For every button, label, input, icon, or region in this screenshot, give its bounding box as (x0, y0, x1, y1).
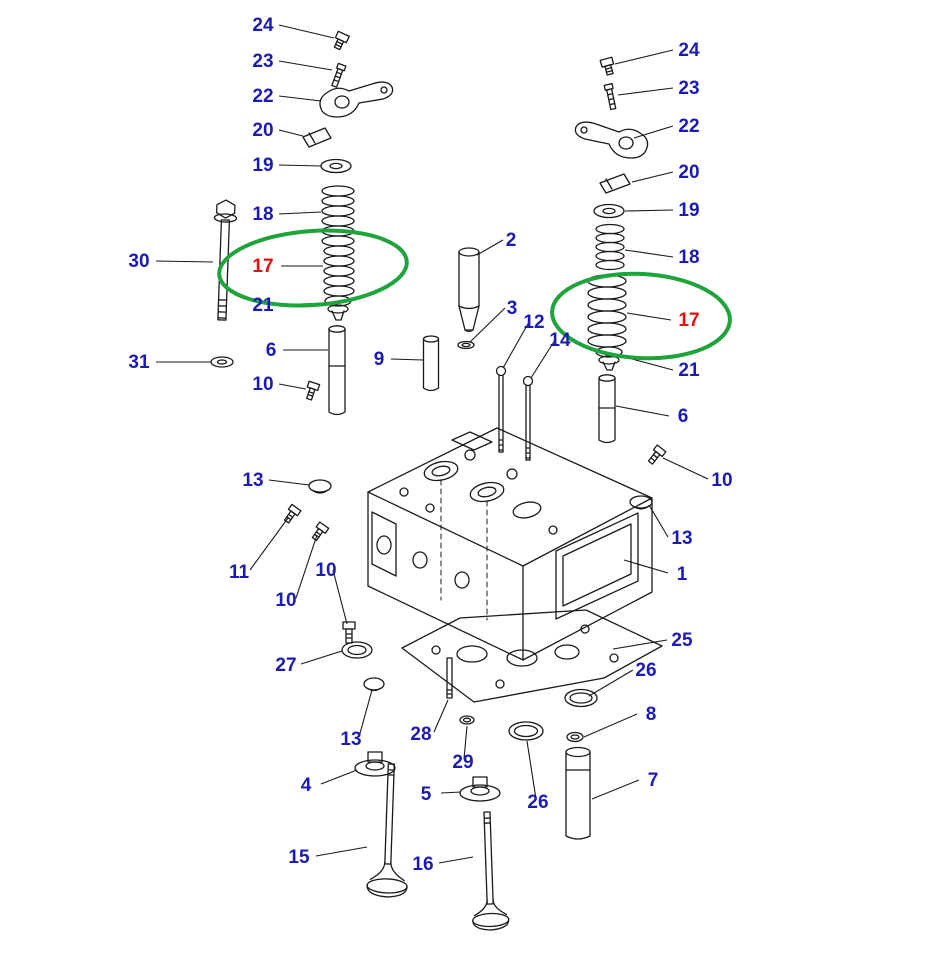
part-26-lower-right-ring-drawing (564, 688, 598, 708)
callout-8-lower-right: 8 (646, 704, 657, 725)
callout-19-upper-left: 19 (252, 155, 273, 176)
part-24-right-drawing (599, 56, 615, 76)
part-11-bolt-drawing (283, 503, 302, 524)
part-23-left-drawing (331, 62, 347, 88)
part-2-pin-drawing (458, 247, 480, 333)
part-28-stud-drawing (446, 657, 453, 699)
callout-22-upper-right: 22 (678, 116, 699, 137)
part-13-mid-left-plug-drawing (308, 479, 332, 494)
part-26-lower-center-ring-drawing (508, 721, 544, 741)
callout-17-left: 17 (252, 256, 273, 277)
callout-23-upper-right: 23 (678, 78, 699, 99)
callout-11-mid-left: 11 (229, 562, 250, 583)
callout-23-upper-left: 23 (252, 51, 273, 72)
callout-10-mid-left-lower: 10 (275, 590, 296, 611)
part-15-valve-drawing (366, 763, 408, 898)
part-14-stud-drawing (522, 375, 534, 461)
callout-22-upper-left: 22 (252, 86, 273, 107)
callout-25-gasket: 25 (671, 630, 693, 651)
part-31-washer-drawing (210, 356, 234, 368)
part-8-ring-drawing (566, 731, 584, 743)
callout-21-right: 21 (678, 360, 700, 381)
callout-26-lower-center: 26 (527, 792, 548, 813)
leader-lines (155, 24, 709, 864)
callout-19-upper-right: 19 (678, 200, 699, 221)
callout-9-center: 9 (374, 349, 385, 370)
part-7-guide-drawing (565, 746, 591, 840)
callout-7-lower-right: 7 (648, 770, 659, 791)
part-13-right-plug-drawing (629, 495, 653, 510)
callout-28-lower: 28 (410, 724, 431, 745)
callout-3-center: 3 (507, 298, 518, 319)
part-13-lower-plug-drawing (363, 677, 385, 692)
callout-29-lower: 29 (452, 752, 473, 773)
part-10-mid-bolt-drawing (311, 521, 330, 542)
part-6-right-guide-drawing (598, 374, 616, 444)
part-9-tube-drawing (422, 335, 440, 392)
callout-4-lower-left: 4 (301, 775, 312, 796)
callout-12-center: 12 (523, 312, 544, 333)
part-23-right-drawing (603, 83, 617, 111)
callout-21-left: 21 (252, 295, 274, 316)
part-25-gasket-drawing (401, 609, 663, 703)
part-10-right-bolt-drawing (647, 444, 667, 465)
part-22-left-rocker-drawing (319, 81, 394, 118)
callout-10-mid-left-upper: 10 (315, 560, 336, 581)
callout-20-upper-left: 20 (252, 120, 273, 141)
callout-18-upper-left: 18 (252, 204, 273, 225)
callout-16-bottom: 16 (412, 854, 433, 875)
callout-26-lower-right: 26 (635, 660, 656, 681)
callout-20-upper-right: 20 (678, 162, 699, 183)
part-10-lower-bolt-drawing (342, 621, 356, 644)
part-18-left-spring-drawing (321, 185, 355, 247)
callout-24-upper-right: 24 (678, 40, 700, 61)
callout-6-right: 6 (678, 406, 689, 427)
callout-labels: 24 23 22 20 19 18 30 17 21 31 6 10 9 2 3… (128, 15, 732, 875)
part-4-seal-drawing (354, 751, 396, 777)
part-20-right-drawing (599, 173, 631, 194)
part-12-stud-drawing (495, 365, 507, 453)
callout-5-lower: 5 (421, 784, 432, 805)
callout-10-upper-left: 10 (252, 374, 273, 395)
part-1-cylinder-head-drawing (367, 427, 653, 661)
part-20-left-drawing (302, 127, 332, 148)
part-24-left-drawing (333, 30, 350, 51)
part-5-seal-drawing (459, 776, 501, 802)
callout-13-mid-left: 13 (242, 470, 263, 491)
callout-24-upper-left: 24 (252, 15, 274, 36)
part-17-left-spring-drawing (323, 245, 355, 297)
callout-31-left: 31 (128, 352, 150, 373)
part-19-right-drawing (593, 203, 625, 219)
part-drawings (210, 30, 667, 931)
callout-27-lower-left: 27 (275, 655, 296, 676)
callout-15-bottom-left: 15 (288, 847, 310, 868)
part-16-valve-drawing (472, 811, 510, 931)
part-17-right-spring-drawing (587, 274, 627, 348)
callout-6-left: 6 (266, 340, 277, 361)
part-3-ring-drawing (457, 340, 475, 350)
callout-18-upper-right: 18 (678, 247, 699, 268)
highlight-circle-17-left (217, 228, 409, 308)
highlight-circles (217, 228, 732, 361)
callout-13-lower-left: 13 (340, 729, 361, 750)
callout-13-right: 13 (671, 528, 692, 549)
callout-2-center: 2 (506, 230, 517, 251)
callout-1-head: 1 (677, 564, 688, 585)
callout-14-center: 14 (549, 330, 571, 351)
part-19-left-drawing (320, 158, 352, 174)
part-29-ring-drawing (459, 715, 475, 725)
part-22-right-rocker-drawing (574, 121, 649, 159)
part-18-right-spring-drawing (595, 223, 625, 271)
callout-17-right: 17 (678, 310, 699, 331)
callout-30-left: 30 (128, 251, 149, 272)
part-6-left-guide-drawing (328, 325, 346, 416)
highlight-circle-17-right (550, 271, 732, 361)
part-10-upper-left-bolt-drawing (306, 380, 321, 401)
callout-10-right: 10 (711, 470, 732, 491)
part-27-ring-drawing (341, 641, 373, 659)
